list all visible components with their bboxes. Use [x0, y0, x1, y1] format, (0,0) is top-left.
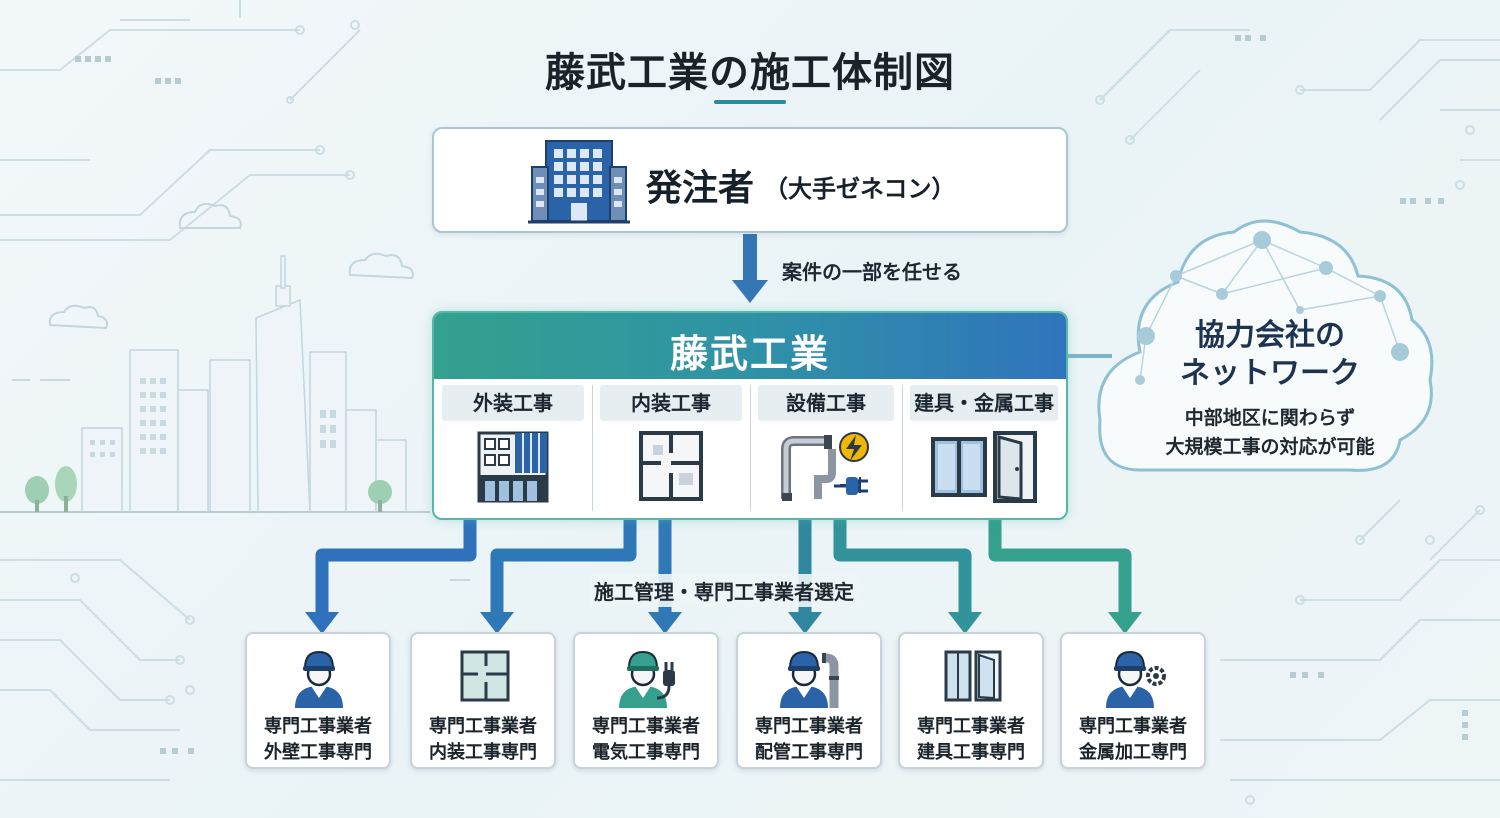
subcontractor-card-exterior-wall: 専門工事業者 外壁工事専門	[245, 632, 391, 769]
window-door-icon	[944, 650, 1002, 702]
client-box: 発注者 （大手ゼネコン）	[432, 127, 1068, 233]
division-list: 外装工事 内装工事	[434, 379, 1066, 518]
subcontractor-card-piping: 専門工事業者 配管工事専門	[736, 632, 882, 769]
network-title-line2: ネットワーク	[1180, 356, 1360, 391]
division-separator	[592, 385, 593, 511]
division-label: 外装工事	[442, 385, 584, 421]
division-label: 内装工事	[600, 385, 742, 421]
window-door-icon	[931, 431, 1037, 503]
worker-plug-icon	[619, 650, 675, 708]
subcontractor-line1: 専門工事業者	[755, 716, 863, 737]
network-title-line1: 協力会社の	[1195, 318, 1345, 353]
subcontractor-line1: 専門工事業者	[264, 716, 372, 737]
division-label: 設備工事	[758, 385, 894, 421]
company-name: 藤武工業	[669, 332, 830, 376]
subcontractor-line1: 専門工事業者	[917, 716, 1025, 737]
network-desc-line1: 中部地区に関わらず	[1184, 407, 1356, 429]
network-title: 協力会社の ネットワーク	[1150, 317, 1390, 393]
division-equipment: 設備工事	[750, 379, 902, 518]
building-facade-icon	[477, 431, 549, 503]
division-interior: 内装工事	[592, 379, 750, 518]
selection-label: 施工管理・専門工事業者選定	[590, 574, 858, 607]
subcontractor-line2: 金属加工専門	[1079, 742, 1187, 763]
client-label: 発注者	[646, 168, 755, 209]
title-underline	[714, 100, 786, 104]
subcontractor-line1: 専門工事業者	[592, 716, 700, 737]
subcontractor-card-interior: 専門工事業者 内装工事専門	[410, 632, 556, 769]
division-separator	[750, 385, 751, 511]
subcontractor-line1: 専門工事業者	[1079, 716, 1187, 737]
division-label: 建具・金属工事	[910, 385, 1058, 421]
delegation-label: 案件の一部を任せる	[782, 260, 962, 284]
worker-icon	[295, 650, 343, 708]
page-title: 藤武工業の施工体制図	[545, 50, 955, 96]
client-sub-label: （大手ゼネコン）	[764, 175, 956, 203]
division-exterior: 外装工事	[434, 379, 592, 518]
subcontractor-card-electrical: 専門工事業者 電気工事専門	[573, 632, 719, 769]
worker-pipe-icon	[780, 650, 839, 708]
subcontractor-line2: 電気工事専門	[592, 742, 700, 763]
subcontractor-line2: 配管工事専門	[755, 742, 863, 763]
network-desc-line2: 大規模工事の対応が可能	[1165, 436, 1375, 458]
subcontractor-card-metal: 専門工事業者 金属加工専門	[1060, 632, 1206, 769]
division-fixtures-metal: 建具・金属工事	[902, 379, 1066, 518]
company-header: 藤武工業	[434, 313, 1066, 379]
network-description: 中部地区に関わらず 大規模工事の対応が可能	[1130, 404, 1410, 462]
floor-plan-icon	[639, 431, 703, 501]
floor-plan-icon	[460, 650, 510, 702]
subcontractor-line2: 外壁工事専門	[264, 742, 372, 763]
office-building-icon	[528, 140, 630, 224]
subcontractor-line2: 内装工事専門	[429, 742, 537, 763]
pipe-plug-icon	[781, 432, 869, 501]
division-separator	[902, 385, 903, 511]
subcontractor-line2: 建具工事専門	[917, 742, 1025, 763]
company-box: 藤武工業 外装工事 内装工事	[432, 311, 1068, 520]
subcontractor-line1: 専門工事業者	[429, 716, 537, 737]
subcontractor-card-fixtures: 専門工事業者 建具工事専門	[898, 632, 1044, 769]
worker-gear-icon	[1106, 650, 1166, 708]
network-cloud-icon	[1097, 219, 1434, 472]
